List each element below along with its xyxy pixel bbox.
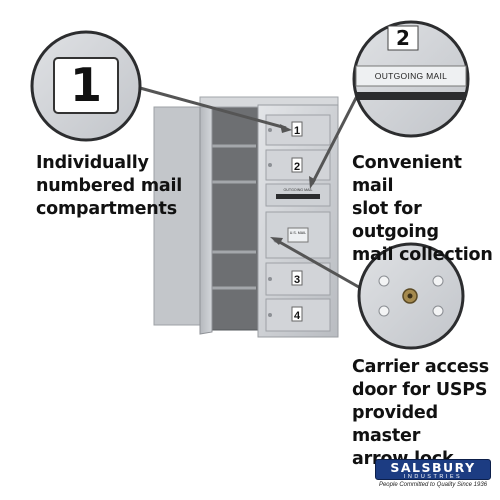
feature-numbered-compartments: Individually numbered mail compartments — [36, 153, 183, 219]
magnifier-access-lock — [357, 242, 465, 350]
compartment-door-1: 1 — [265, 114, 331, 146]
outgoing-mail-slot: OUTGOING MAIL — [265, 183, 331, 207]
magnifier-outgoing-slot — [352, 20, 470, 138]
leader-lines — [139, 86, 365, 292]
compartment-door-4: 4 — [265, 298, 331, 332]
salsbury-logo: SALSBURY INDUSTRIES People Committed to … — [375, 459, 491, 489]
door-number-4: 4 — [294, 310, 301, 322]
logo-name: SALSBURY — [390, 460, 476, 475]
magnifier-2-label: OUTGOING MAIL — [374, 71, 448, 81]
slot-label: OUTGOING MAIL — [284, 188, 313, 192]
compartment-door-3: 3 — [265, 262, 331, 296]
magnifier-compartment-number — [30, 30, 142, 142]
compartment-door-2: 2 — [265, 149, 331, 181]
leader-line-3 — [275, 238, 365, 292]
open-master-door — [199, 99, 213, 335]
housing-side — [153, 106, 207, 326]
leader-arrows — [270, 124, 316, 245]
compartment-interior — [205, 99, 259, 331]
door-number-3: 3 — [294, 274, 300, 286]
carrier-access-panel: U.S. MAIL — [265, 211, 331, 259]
leader-line-1 — [139, 86, 287, 130]
usps-plate: U.S. MAIL — [290, 231, 306, 235]
door-number-1: 1 — [294, 125, 300, 137]
logo-badge: SALSBURY INDUSTRIES — [375, 459, 491, 480]
logo-tagline: People Committed to Quality Since 1936 — [378, 482, 488, 488]
door-number-2: 2 — [294, 161, 300, 173]
feature-outgoing-slot: Convenient mail slot for outgoing mail c… — [352, 153, 493, 265]
interior-shelves — [208, 144, 256, 290]
logo-sub: INDUSTRIES — [403, 474, 463, 480]
mailbox-unit: 1 2 OUTGOING MAIL U.S. MAIL 3 4 — [153, 96, 339, 338]
feature-carrier-access: Carrier access door for USPS provided ma… — [352, 357, 489, 469]
leader-line-2 — [310, 95, 359, 185]
magnifier-2-number: 2 — [396, 26, 410, 50]
magnifier-1-number: 1 — [69, 58, 102, 112]
